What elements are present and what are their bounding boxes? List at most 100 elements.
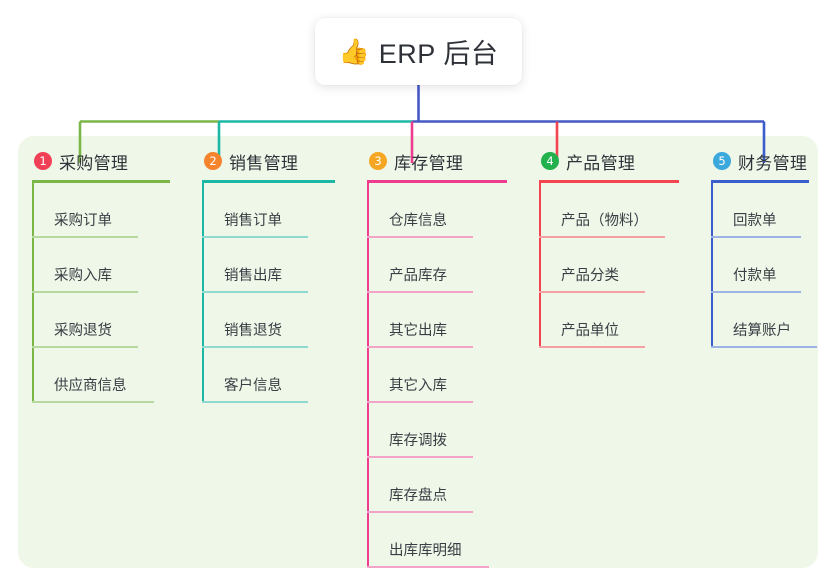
leaf-item[interactable]: 结算账户 [711,293,827,348]
leaf-item[interactable]: 回款单 [711,183,827,238]
column-rule-3 [367,180,507,183]
leaf-item-label: 库存盘点 [389,488,447,504]
leaf-item[interactable]: 产品（物料） [539,183,697,238]
leaf-item-label: 销售订单 [224,213,282,229]
leaf-item[interactable]: 供应商信息 [32,348,188,403]
column-items-4: 产品（物料） 产品分类产品单位 [539,183,697,348]
column-2: 2 销售管理销售订单销售出库销售退货客户信息 [188,144,353,403]
column-items-5: 回款单付款单结算账户 [711,183,827,348]
column-spine-2 [202,183,204,403]
leaf-item-label: 出库库明细 [389,543,462,559]
column-1: 1 采购管理采购订单采购入库采购退货供应商信息 [18,144,188,403]
leaf-item[interactable]: 销售退货 [202,293,353,348]
leaf-item-rule [367,291,473,293]
leaf-item-label: 销售出库 [224,268,282,284]
leaf-item-label: 采购订单 [54,213,112,229]
leaf-item-rule [32,236,138,238]
leaf-item-label: 结算账户 [733,323,791,339]
leaf-item-rule [367,456,473,458]
leaf-item[interactable]: 库存盘点 [367,458,525,513]
column-badge-4: 4 [541,152,559,170]
leaf-item-label: 销售退货 [224,323,282,339]
leaf-item-label: 采购退货 [54,323,112,339]
column-4: 4 产品管理产品（物料） 产品分类产品单位 [525,144,697,348]
leaf-item-rule [539,236,665,238]
leaf-item-label: 产品库存 [389,268,447,284]
column-header-2[interactable]: 2 销售管理 [188,144,353,178]
column-header-1[interactable]: 1 采购管理 [18,144,188,178]
column-badge-3: 3 [369,152,387,170]
leaf-item-label: 采购入库 [54,268,112,284]
leaf-item-rule [367,346,473,348]
leaf-item-label: 其它出库 [389,323,447,339]
leaf-item-rule [367,401,473,403]
leaf-item-label: 产品分类 [561,268,619,284]
column-badge-2: 2 [204,152,222,170]
leaf-item-label: 库存调拨 [389,433,447,449]
column-rule-4 [539,180,679,183]
leaf-item[interactable]: 产品单位 [539,293,697,348]
column-title-1: 采购管理 [59,153,129,173]
leaf-item[interactable]: 产品库存 [367,238,525,293]
column-title-3: 库存管理 [394,153,464,173]
leaf-item-label: 其它入库 [389,378,447,394]
column-rule-5 [711,180,809,183]
root-title: ERP 后台 [378,39,499,69]
leaf-item-rule [711,346,817,348]
leaf-item-label: 仓库信息 [389,213,447,229]
leaf-item[interactable]: 产品分类 [539,238,697,293]
leaf-item-label: 回款单 [733,213,777,229]
leaf-item-rule [539,346,645,348]
column-spine-5 [711,183,713,348]
leaf-item-rule [711,291,801,293]
leaf-item-label: 产品（物料） [561,213,648,229]
column-rule-2 [202,180,335,183]
column-badge-1: 1 [34,152,52,170]
column-title-5: 财务管理 [738,153,808,173]
leaf-item-rule [367,236,473,238]
leaf-item-label: 客户信息 [224,378,282,394]
leaf-item[interactable]: 其它出库 [367,293,525,348]
leaf-item-rule [32,401,154,403]
leaf-item[interactable]: 销售出库 [202,238,353,293]
column-rule-1 [32,180,170,183]
column-header-4[interactable]: 4 产品管理 [525,144,697,178]
leaf-item-rule [202,236,308,238]
column-spine-1 [32,183,34,403]
column-spine-4 [539,183,541,348]
leaf-item[interactable]: 销售订单 [202,183,353,238]
mindmap-panel [18,136,818,568]
column-title-2: 销售管理 [229,153,299,173]
leaf-item-rule [32,291,138,293]
column-items-1: 采购订单采购入库采购退货供应商信息 [32,183,188,403]
leaf-item-rule [202,291,308,293]
root-node[interactable]: 👍 ERP 后台 [315,18,522,85]
column-items-2: 销售订单销售出库销售退货客户信息 [202,183,353,403]
leaf-item-rule [202,346,308,348]
leaf-item-rule [711,236,801,238]
leaf-item-rule [539,291,645,293]
leaf-item[interactable]: 出库库明细 [367,513,525,568]
leaf-item[interactable]: 采购入库 [32,238,188,293]
leaf-item-label: 产品单位 [561,323,619,339]
leaf-item[interactable]: 客户信息 [202,348,353,403]
column-header-3[interactable]: 3 库存管理 [353,144,525,178]
leaf-item[interactable]: 仓库信息 [367,183,525,238]
leaf-item[interactable]: 采购订单 [32,183,188,238]
leaf-item-label: 付款单 [733,268,777,284]
leaf-item[interactable]: 其它入库 [367,348,525,403]
leaf-item-rule [367,511,473,513]
leaf-item[interactable]: 付款单 [711,238,827,293]
column-items-3: 仓库信息产品库存其它出库其它入库库存调拨库存盘点出库库明细 [367,183,525,568]
column-title-4: 产品管理 [566,153,636,173]
column-3: 3 库存管理仓库信息产品库存其它出库其它入库库存调拨库存盘点出库库明细 [353,144,525,568]
thumbs-up-icon: 👍 [338,37,370,66]
leaf-item-rule [367,566,489,568]
leaf-item[interactable]: 采购退货 [32,293,188,348]
leaf-item-label: 供应商信息 [54,378,127,394]
leaf-item[interactable]: 库存调拨 [367,403,525,458]
column-spine-3 [367,183,369,568]
leaf-item-rule [202,401,308,403]
